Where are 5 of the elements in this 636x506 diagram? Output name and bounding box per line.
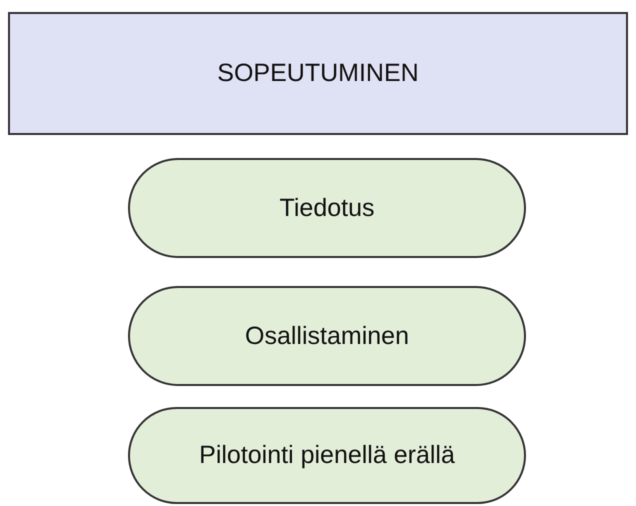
node-label: Osallistaminen — [244, 322, 410, 350]
node-label: SOPEUTUMINEN — [216, 59, 420, 88]
node-label: Pilotointi pienellä erällä — [198, 441, 456, 470]
header-box — [8, 12, 628, 135]
node-label: Tiedotus — [278, 194, 376, 222]
